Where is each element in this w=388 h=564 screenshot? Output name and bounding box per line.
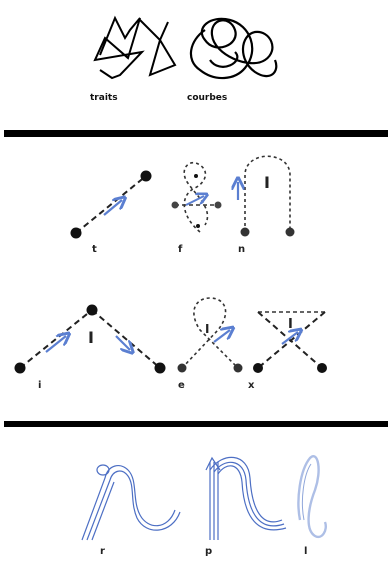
letter-r-label: r: [100, 546, 105, 557]
letter-e-label: e: [178, 380, 185, 391]
letter-t-label: t: [92, 244, 97, 255]
letter-e-diagram: [177, 297, 243, 373]
letter-p-label: p: [205, 546, 212, 557]
letter-e-mid-mark: I: [205, 322, 209, 336]
letter-t-diagram: [70, 170, 152, 239]
letter-x-label: x: [248, 380, 255, 391]
letter-l-ribbon: [297, 455, 327, 539]
letter-n-diagram: [238, 155, 295, 237]
strokes-label: traits: [90, 93, 118, 103]
letter-i-mid-mark: I: [88, 328, 94, 347]
strokes-example: [93, 15, 177, 80]
letter-f-diagram: [171, 161, 222, 233]
section-divider: [4, 130, 388, 137]
curves-label: courbes: [187, 93, 227, 103]
letter-x-diagram: [253, 311, 327, 373]
section-divider: [4, 421, 388, 427]
curves-example: [189, 17, 278, 80]
letter-n-label: n: [238, 244, 245, 255]
letter-x-mid-mark: I: [288, 317, 293, 332]
letter-r-ribbon: [81, 464, 181, 541]
letter-l-label: l: [304, 546, 307, 557]
letter-n-mid-mark: I: [264, 173, 270, 192]
letter-p-ribbon: [205, 456, 287, 540]
letter-i-label: i: [38, 380, 41, 391]
letter-f-label: f: [178, 244, 183, 255]
letter-i-diagram: [14, 304, 166, 374]
